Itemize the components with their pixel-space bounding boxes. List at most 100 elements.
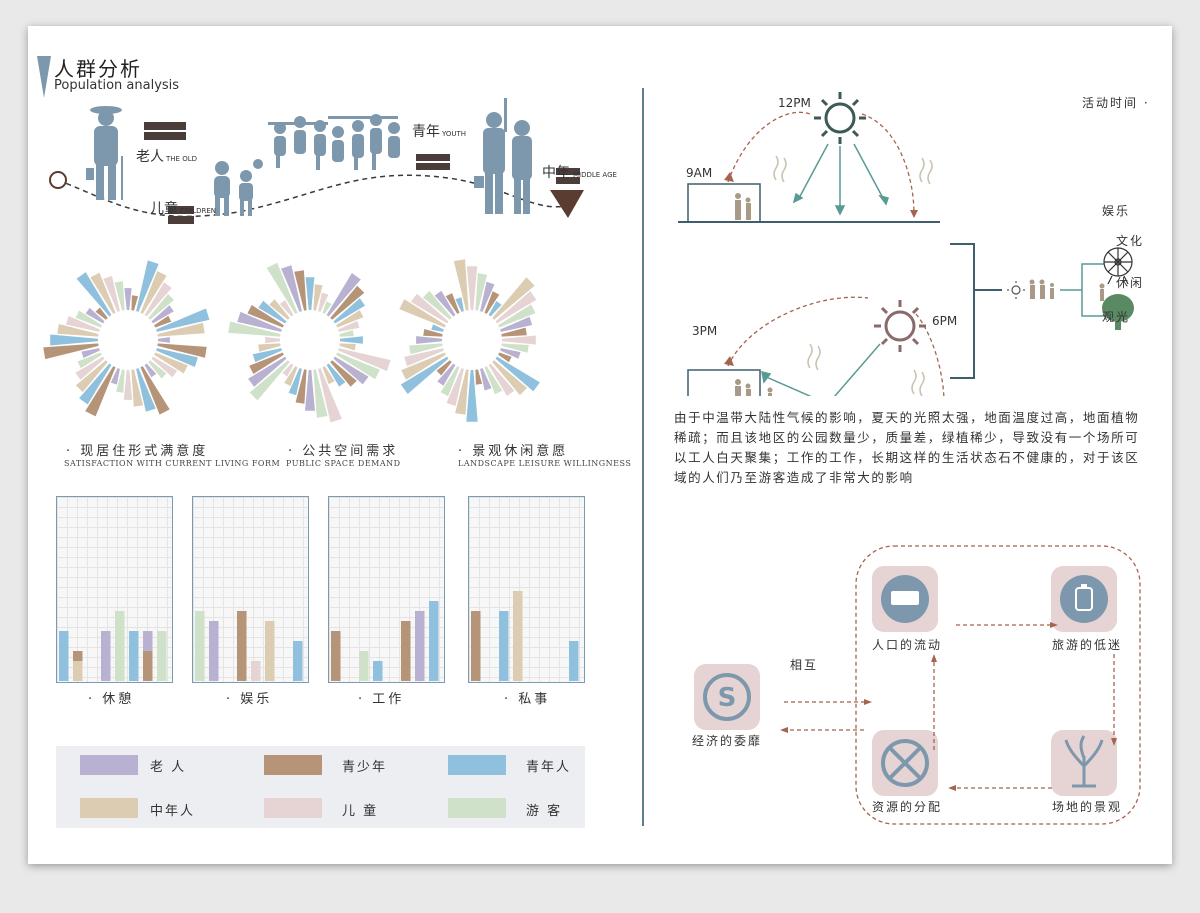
page-subtitle: Population analysis [54, 78, 180, 93]
radial-ray [144, 282, 172, 317]
radial-ray [288, 368, 302, 396]
bar [143, 651, 153, 681]
radial-ray [453, 259, 469, 311]
flow-label-economy: 经济的委靡 [692, 734, 763, 748]
radial-ray [422, 290, 452, 320]
children-figure-icon [214, 159, 263, 216]
bar [129, 631, 139, 681]
radial-ray [475, 369, 483, 385]
radial-ray [140, 271, 167, 314]
bar [429, 601, 439, 681]
radial-caption-1-en: SATISFACTION WITH CURRENT LIVING FORM [64, 459, 281, 468]
time-9am: 9AM [686, 166, 713, 180]
radial-ray [326, 273, 361, 317]
radial-ray [313, 284, 323, 311]
radial-ray [136, 260, 159, 312]
radial-ray [258, 300, 287, 324]
legend-label-teen: 青少年 [342, 760, 388, 775]
radial-ray [90, 272, 116, 314]
legend-swatch-middle [80, 798, 138, 818]
radial-ray [110, 368, 120, 385]
small-sun-icon [1007, 281, 1025, 299]
radial-ray [339, 330, 354, 337]
radial-charts [43, 259, 540, 423]
timeline-start-icon [49, 171, 67, 189]
activity-diagram [678, 92, 1134, 396]
radial-ray [269, 299, 290, 320]
old-man-figure-icon [86, 106, 123, 200]
label-leisure: 休闲 [1116, 276, 1145, 290]
radial-ray [488, 301, 502, 317]
legend-swatch-child [264, 798, 322, 818]
activity-title: 活动时间 · [1082, 96, 1150, 110]
radial-ray [446, 368, 464, 406]
family-figure-icon [735, 193, 751, 220]
radial-ray [156, 348, 198, 367]
bare-tree-icon [1064, 735, 1104, 788]
radial-ray [336, 352, 380, 380]
radial-ray [305, 370, 315, 411]
bar [401, 621, 411, 681]
time-12pm: 12PM [778, 96, 811, 110]
center-divider [642, 88, 644, 826]
radial-ray [501, 343, 529, 353]
bar-label-personal: · 私事 [504, 692, 551, 707]
radial-ray [85, 307, 105, 324]
radial-ray [318, 368, 342, 423]
radial-ray [75, 360, 108, 393]
radial-ray [330, 285, 365, 320]
radial-ray [281, 265, 302, 312]
radial-ray [265, 336, 280, 344]
title-accent-icon [37, 56, 51, 98]
bar [373, 661, 383, 681]
legend-panel: 老 人 青少年 青年人 中年人 儿 童 游 客 [56, 746, 585, 828]
bar-label-entertainment: · 娱乐 [226, 692, 273, 707]
radial-ray [131, 295, 139, 311]
radial-ray [237, 311, 282, 332]
ferris-wheel-icon [1103, 247, 1133, 285]
radial-ray [158, 337, 170, 343]
radial-ray [501, 327, 527, 337]
radial-ray [50, 334, 98, 346]
radial-ray [318, 292, 329, 312]
radial-ray [131, 369, 144, 407]
leisure-figure-icon [1099, 283, 1105, 301]
radial-ray [248, 356, 287, 387]
poster-sheet: 人群分析 Population analysis [28, 26, 1172, 864]
radial-ray [124, 288, 132, 310]
radial-ray [75, 310, 102, 328]
bus-icon [881, 575, 929, 623]
radial-ray [495, 291, 537, 324]
radial-ray [455, 369, 469, 415]
radial-ray [410, 293, 449, 324]
radial-ray [492, 277, 535, 320]
radial-ray [466, 370, 478, 422]
radial-ray [295, 369, 307, 404]
bar-label-work: · 工作 [358, 692, 405, 707]
legend-label-child: 儿 童 [342, 804, 379, 819]
radial-ray [466, 266, 478, 310]
radial-ray [339, 343, 356, 351]
legend-label-old: 老 人 [150, 760, 187, 775]
radial-ray [116, 369, 125, 393]
middle-aged-figure-icon [474, 98, 532, 214]
radial-ray [431, 324, 444, 332]
radial-ray [322, 366, 335, 385]
radial-ray [123, 370, 133, 400]
radial-ray [154, 352, 188, 374]
bar [209, 621, 219, 681]
no-entry-icon [881, 739, 929, 787]
bar [157, 631, 167, 681]
flow-diagram: S [694, 545, 1141, 825]
legend-swatch-old [80, 755, 138, 775]
radial-ray [436, 360, 452, 376]
radial-ray [440, 366, 460, 397]
flow-label-mutual: 相互 [790, 658, 819, 672]
radial-ray [79, 363, 112, 405]
legend-swatch-teen [264, 755, 322, 775]
radial-ray [228, 321, 281, 337]
flow-label-population: 人口的流动 [872, 638, 943, 652]
description-paragraph: 由于中温带大陆性气候的影响，夏天的光照太强，地面温度过高，地面植物稀疏；而且该地… [674, 410, 1140, 485]
